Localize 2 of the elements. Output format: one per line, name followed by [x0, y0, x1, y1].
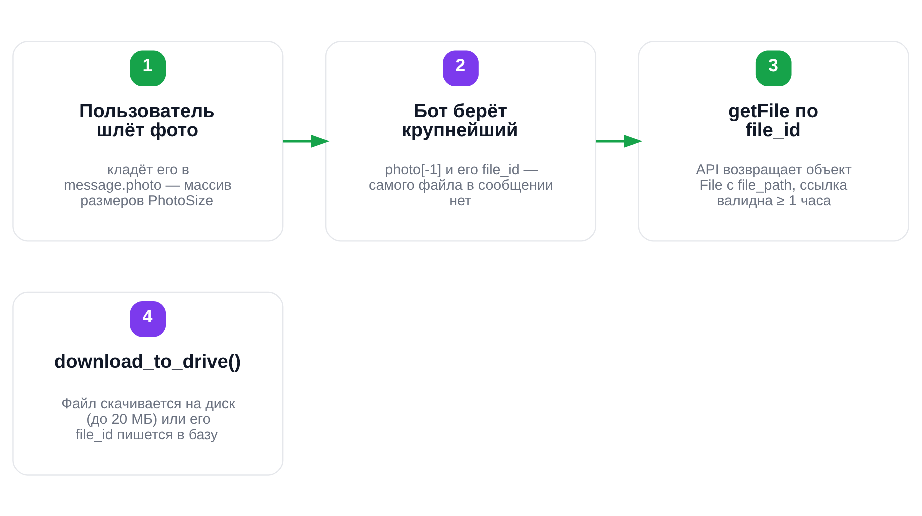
arrow	[596, 134, 643, 148]
arrow	[283, 134, 330, 148]
